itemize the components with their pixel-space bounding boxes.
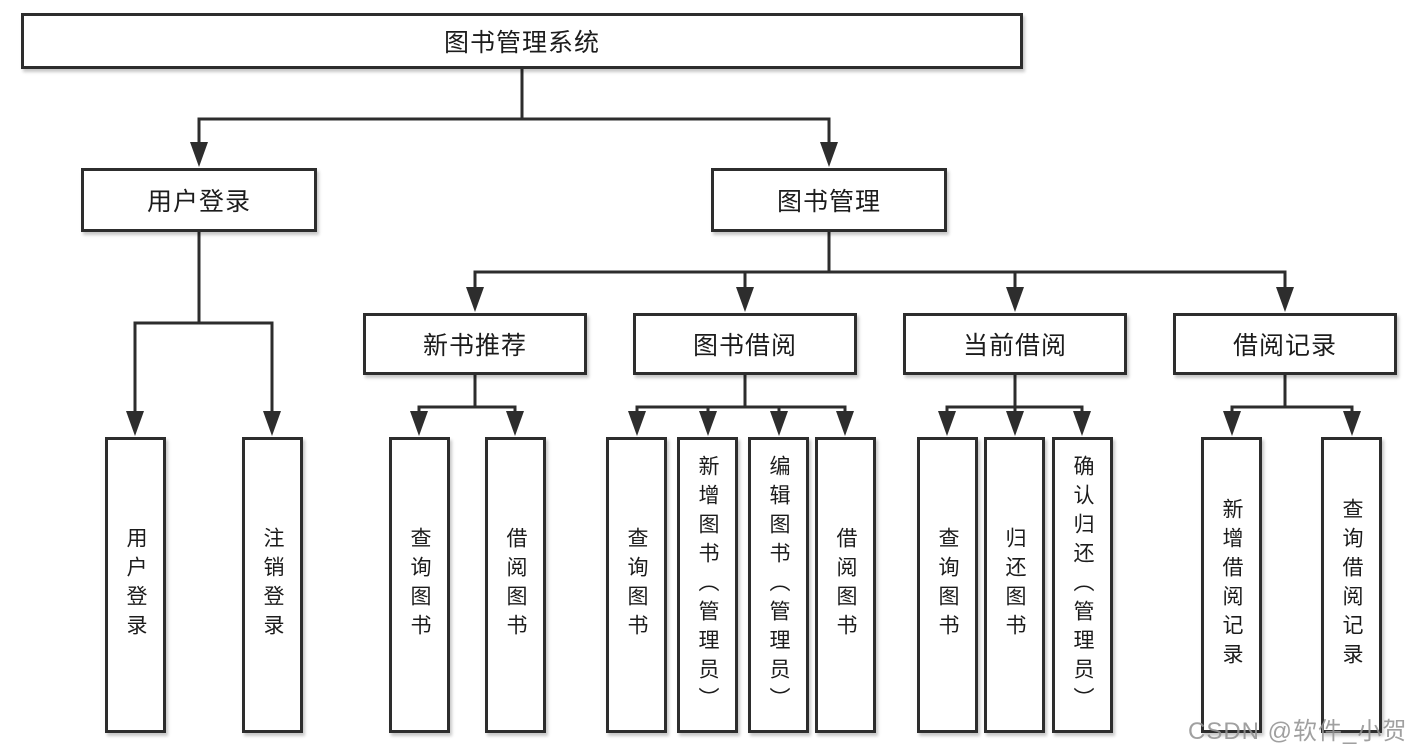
node-add-book-admin: 新增图书（管理员） <box>677 437 738 733</box>
node-borrow-book-newbook: 借阅图书 <box>485 437 546 733</box>
node-label: 当前借阅 <box>962 332 1067 360</box>
node-query-book-newbook: 查询图书 <box>389 437 450 733</box>
node-label: 用户登录 <box>124 527 148 643</box>
node-edit-book-admin: 编辑图书（管理员） <box>748 437 809 733</box>
node-label: 归还图书 <box>1003 527 1027 643</box>
node-book-borrow: 图书借阅 <box>633 313 857 375</box>
node-label: 新增借阅记录 <box>1220 498 1244 672</box>
node-confirm-return-admin: 确认归还（管理员） <box>1052 437 1113 733</box>
node-user-login: 用户登录 <box>81 168 317 232</box>
node-label: 图书管理系统 <box>443 29 600 57</box>
node-label: 新增图书（管理员） <box>696 454 720 716</box>
node-borrow-book-borrow: 借阅图书 <box>815 437 876 733</box>
node-label: 确认归还（管理员） <box>1071 454 1095 716</box>
node-label: 借阅图书 <box>834 527 858 643</box>
node-user-login-action: 用户登录 <box>105 437 166 733</box>
node-label: 用户登录 <box>146 188 251 216</box>
node-logout-action: 注销登录 <box>242 437 303 733</box>
node-label: 编辑图书（管理员） <box>767 454 791 716</box>
tree-edges <box>133 69 1354 414</box>
node-label: 图书管理 <box>776 188 881 216</box>
node-query-book-current: 查询图书 <box>917 437 978 733</box>
node-query-borrow-record: 查询借阅记录 <box>1321 437 1382 733</box>
node-borrow-record: 借阅记录 <box>1173 313 1397 375</box>
node-query-book-borrow: 查询图书 <box>606 437 667 733</box>
node-new-book-recommend: 新书推荐 <box>363 313 587 375</box>
node-label: 查询图书 <box>936 527 960 643</box>
node-label: 新书推荐 <box>422 332 527 360</box>
node-add-borrow-record: 新增借阅记录 <box>1201 437 1262 733</box>
node-label: 借阅记录 <box>1232 332 1337 360</box>
arrowhead-icons <box>126 142 1361 436</box>
node-return-book: 归还图书 <box>984 437 1045 733</box>
csdn-watermark: CSDN @软件_小贺同学 <box>1188 718 1405 745</box>
node-label: 图书借阅 <box>692 332 797 360</box>
node-label: 查询借阅记录 <box>1340 498 1364 672</box>
node-library-management-system: 图书管理系统 <box>21 13 1023 69</box>
node-label: 查询图书 <box>625 527 649 643</box>
node-book-management: 图书管理 <box>711 168 947 232</box>
node-current-borrow: 当前借阅 <box>903 313 1127 375</box>
node-label: 注销登录 <box>261 527 285 643</box>
node-label: 借阅图书 <box>504 527 528 643</box>
node-label: 查询图书 <box>408 527 432 643</box>
